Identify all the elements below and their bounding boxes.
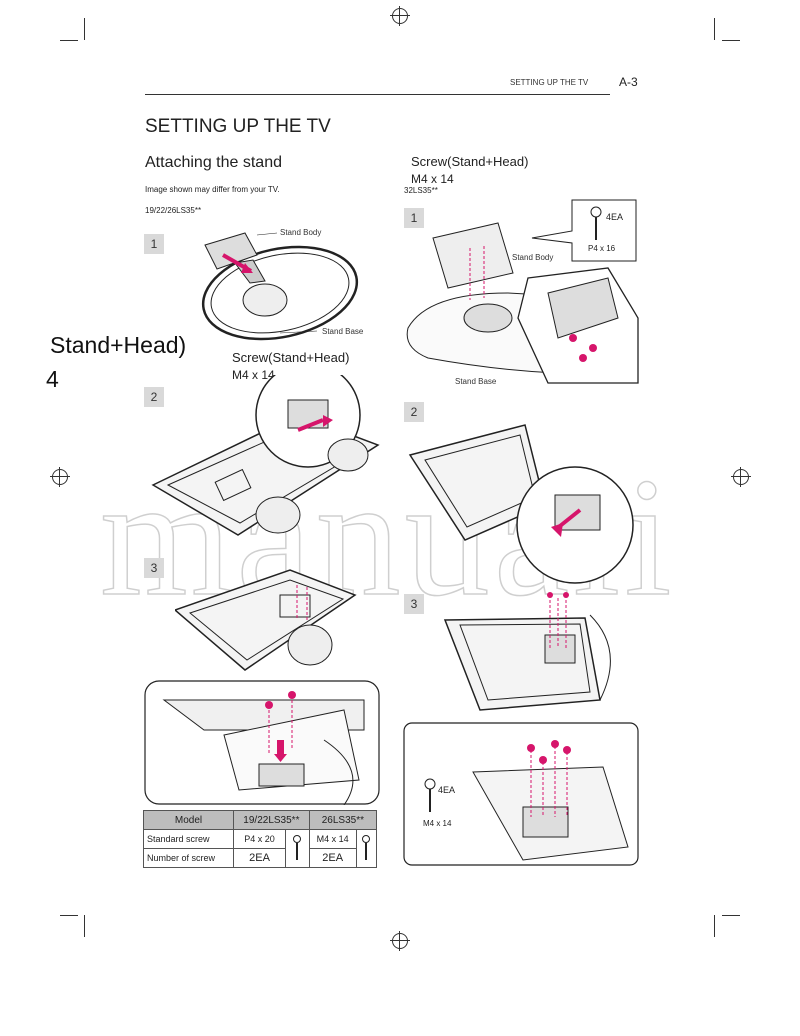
right-step3-illustration (443, 592, 611, 711)
right-detail-illustration (403, 722, 639, 866)
callout1-size: P4 x 16 (588, 244, 616, 253)
table-cell: M4 x 14 (308, 829, 357, 849)
right-model: 32LS35** (404, 186, 438, 195)
screw-icon (590, 206, 602, 240)
image-note: Image shown may differ from your TV. (145, 185, 280, 194)
right-step2-illustration (408, 424, 634, 584)
callout2-qty: 4EA (438, 785, 456, 795)
registration-mark-icon (390, 931, 410, 951)
left-stand-base-label: Stand Base (322, 327, 364, 336)
screw-icon (265, 691, 296, 762)
table-cell: P4 x 20 (232, 829, 287, 849)
crop-mark (84, 18, 85, 40)
table-header: Model (143, 810, 234, 830)
registration-mark-icon (50, 467, 70, 487)
callout1-qty: 4EA (606, 212, 624, 222)
right-step1-illustration (406, 222, 639, 384)
screw-icon (424, 778, 436, 812)
table-cell: Standard screw (143, 829, 234, 849)
table-header: 26LS35** (308, 810, 378, 830)
overlay-screw: Screw(Stand+Head) (232, 350, 350, 365)
crop-mark (84, 915, 85, 937)
table-cell: 2EA (308, 848, 357, 868)
table-row: Standard screw P4 x 20 M4 x 14 (143, 829, 378, 868)
right-stand-body-label: Stand Body (512, 253, 554, 262)
right-step-3: 3 (404, 594, 424, 614)
crop-mark (60, 40, 78, 41)
callout2-size: M4 x 14 (423, 819, 452, 828)
table-header: 19/22LS35** (233, 810, 310, 830)
right-screw-size: M4 x 14 (411, 172, 454, 186)
callout-box-1 (531, 199, 637, 262)
left-stand-body-label: Stand Body (280, 228, 322, 237)
right-step-1: 1 (404, 208, 424, 228)
table-cell: 2EA (232, 848, 287, 868)
screw-icon (355, 829, 378, 868)
crop-mark (714, 915, 715, 937)
table-cell: Number of screw (143, 848, 234, 868)
crop-mark (722, 40, 740, 41)
screw-icon (285, 829, 310, 868)
header-rule (145, 94, 610, 95)
left-step-1: 1 (144, 234, 164, 254)
table-header-row: Model 19/22LS35** 26LS35** (143, 810, 378, 830)
page-number: A-3 (619, 75, 638, 89)
left-model: 19/22/26LS35** (145, 206, 202, 215)
crop-mark (722, 915, 740, 916)
overlay-screw-size: M4 x 14 (232, 368, 275, 382)
right-screw-title: Screw(Stand+Head) (411, 154, 529, 169)
right-stand-base-label: Stand Base (455, 377, 497, 386)
left-step3-illustration (175, 569, 357, 671)
left-step1-illustration (201, 232, 359, 341)
overlay-stand-head: Stand+Head) (50, 332, 187, 358)
registration-mark-icon (731, 467, 751, 487)
left-step-3: 3 (144, 558, 164, 578)
header-section: SETTING UP THE TV (510, 78, 589, 87)
screw-spec-table: Model 19/22LS35** 26LS35** Standard scre… (143, 810, 378, 868)
left-step2-illustration (151, 375, 380, 536)
overlay-number: 4 (46, 366, 59, 392)
left-detail-illustration (144, 680, 380, 805)
left-step-2: 2 (144, 387, 164, 407)
table-row: Number of screw 2EA 2EA (143, 848, 377, 868)
section-subtitle: Attaching the stand (145, 154, 282, 171)
page-title: SETTING UP THE TV (145, 116, 331, 137)
registration-mark-icon (390, 6, 410, 26)
crop-mark (60, 915, 78, 916)
right-step-2: 2 (404, 402, 424, 422)
crop-mark (714, 18, 715, 40)
